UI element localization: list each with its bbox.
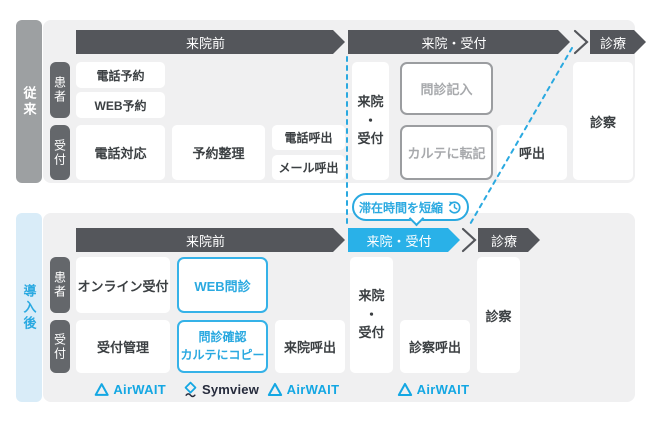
after-cell-exam-call: 診察呼出	[400, 320, 470, 373]
legacy-section-rail: 従来	[16, 20, 42, 183]
airwait-logo-text: AirWAIT	[416, 381, 470, 397]
legacy-cell-karte-transfer: カルテに転記	[400, 125, 493, 180]
airwait-logo: AirWAIT	[394, 380, 472, 398]
after-stage-visit-reception-label: 来院・受付	[366, 233, 432, 249]
legacy-stage-treatment-label: 診療	[599, 35, 626, 51]
legacy-cell-monshin-entry: 問診記入	[400, 62, 493, 115]
after-stage-visit-reception: 来院・受付	[348, 228, 460, 252]
after-row-tag-reception-label: 受付	[52, 332, 67, 361]
legacy-cell-phone-support: 電話対応	[76, 125, 165, 180]
airwait-logo-text: AirWAIT	[286, 381, 340, 397]
clock-refresh-icon	[448, 200, 461, 214]
after-row-tag-patient-label: 患者	[52, 271, 67, 299]
legacy-row-tag-reception-label: 受付	[52, 138, 67, 167]
airwait-logo: AirWAIT	[94, 380, 166, 398]
stay-time-badge: 滞在時間を短縮	[352, 193, 469, 221]
legacy-row-tag-reception: 受付	[50, 125, 70, 180]
symview-logo: Symview	[180, 380, 262, 398]
after-cell-visit-call: 来院呼出	[275, 320, 345, 373]
after-stage-pre-visit: 来院前	[76, 228, 345, 252]
airwait-triangle-icon	[94, 382, 109, 396]
symview-diamond-icon	[184, 381, 197, 397]
legacy-cell-reserve-sort: 予約整理	[172, 125, 265, 180]
after-cell-online-reception: オンライン受付	[76, 257, 170, 313]
symview-logo-text: Symview	[201, 381, 260, 397]
after-section-rail: 導入後	[16, 213, 42, 402]
stay-time-badge-label: 滞在時間を短縮	[358, 200, 443, 215]
legacy-cell-web-reserve: WEB予約	[76, 92, 165, 118]
after-cell-web-monshin: WEB問診	[177, 257, 268, 313]
after-stage-pre-visit-label: 来院前	[185, 233, 225, 249]
legacy-row-tag-patient: 患者	[50, 62, 70, 118]
after-cell-monshin-copy: 問診確認 カルテにコピー	[177, 320, 268, 373]
after-section-label: 導入後	[21, 283, 37, 332]
legacy-cell-phone-reserve: 電話予約	[76, 62, 165, 88]
after-stage-treatment: 診療	[478, 228, 540, 252]
after-cell-exam: 診察	[477, 257, 520, 373]
legacy-row-tag-patient-label: 患者	[52, 76, 67, 104]
after-cell-reception-mgmt: 受付管理	[76, 320, 170, 373]
airwait-logo-text: AirWAIT	[113, 381, 166, 397]
legacy-cell-exam: 診察	[573, 62, 633, 180]
after-cell-visit-reception: 来院 ・ 受付	[350, 257, 393, 373]
after-row-tag-patient: 患者	[50, 257, 70, 313]
legacy-section-label: 従来	[21, 85, 37, 118]
legacy-cell-mail-call: メール呼出	[272, 155, 345, 180]
legacy-stage-treatment: 診療	[590, 30, 646, 54]
airwait-triangle-icon	[267, 382, 282, 396]
after-stage-treatment-label: 診療	[490, 233, 517, 249]
airwait-triangle-icon	[397, 382, 412, 396]
legacy-stage-visit-reception-label: 来院・受付	[421, 35, 487, 51]
legacy-cell-phone-call: 電話呼出	[272, 125, 345, 150]
after-row-tag-reception: 受付	[50, 320, 70, 373]
legacy-cell-visit-reception: 来院 ・ 受付	[352, 62, 389, 180]
legacy-stage-pre-visit: 来院前	[76, 30, 345, 54]
airwait-logo: AirWAIT	[264, 380, 342, 398]
legacy-stage-pre-visit-label: 来院前	[185, 35, 225, 51]
legacy-cell-call: 呼出	[497, 125, 567, 180]
legacy-stage-visit-reception: 来院・受付	[348, 30, 570, 54]
